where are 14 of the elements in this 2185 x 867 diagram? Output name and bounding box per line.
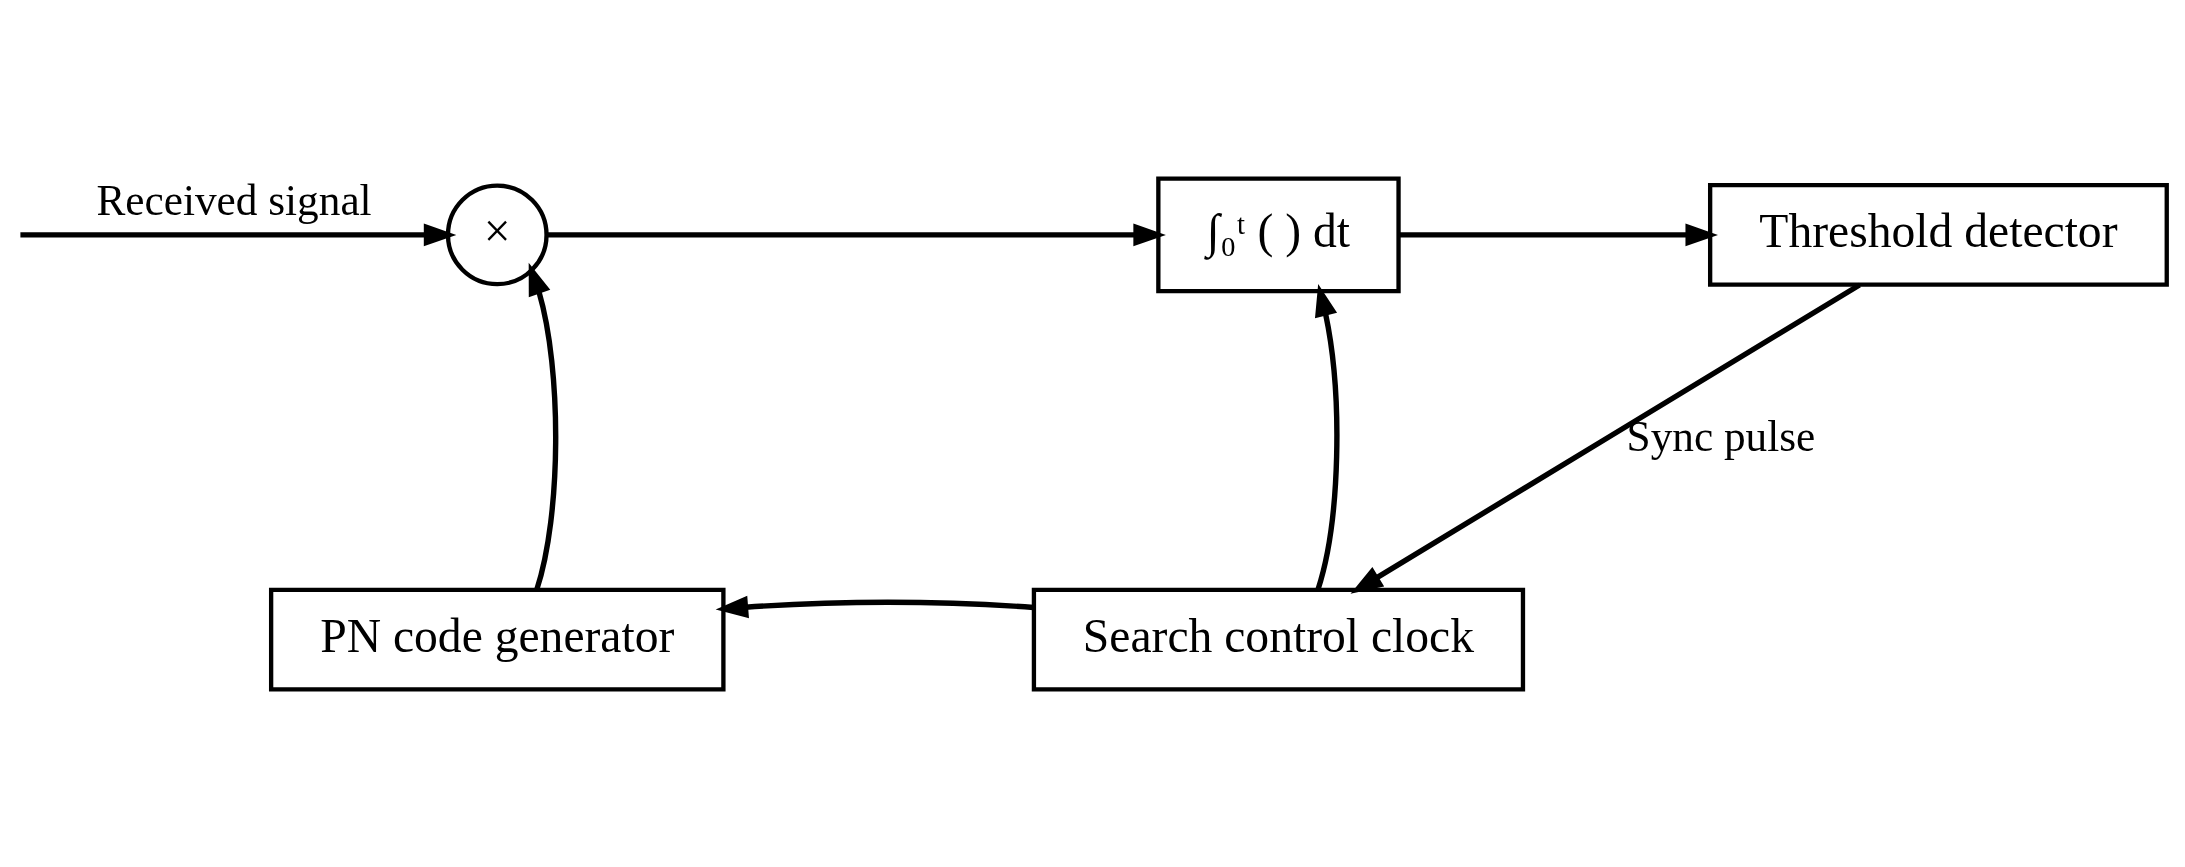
arrow (1350, 282, 1861, 594)
node-box: Search control clock (1031, 587, 1526, 691)
arrow (528, 262, 559, 590)
node-circle: × (445, 183, 549, 286)
arrow (715, 595, 1034, 618)
arrow (1399, 223, 1718, 246)
arrow (20, 223, 457, 246)
node-box: PN code generator (268, 587, 726, 691)
arrow (1315, 283, 1340, 590)
edge-label: Received signal (96, 175, 372, 224)
arrow (546, 223, 1166, 246)
node-box: Threshold detector (1708, 182, 2169, 287)
edge-label: Sync pulse (1626, 411, 1816, 460)
node-box: ∫₀ᵗ ( ) dt (1156, 176, 1401, 293)
